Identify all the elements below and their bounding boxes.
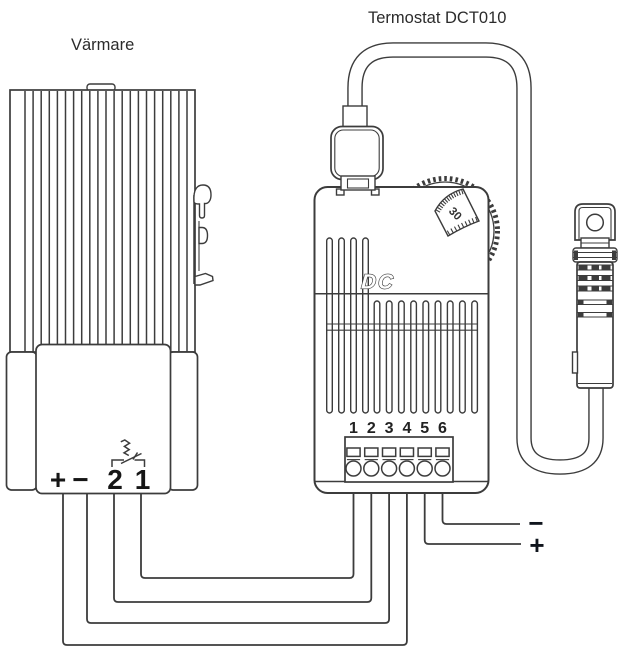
thermostat-title: Termostat DCT010: [368, 9, 506, 27]
heater-terminal-1: 1: [135, 464, 151, 495]
wire-heaterplus-to-term4: [62, 493, 408, 646]
wire-term5-to-plus: [423, 493, 521, 545]
heater-terminal-minus: −: [72, 464, 88, 495]
cable-gland: [330, 105, 384, 196]
temperature-sensor-probe: [571, 203, 618, 389]
wire-heater1-to-term1: [140, 493, 355, 579]
heater-base-left-wing: [5, 351, 38, 491]
din-clip-foot: [194, 272, 214, 286]
heater-terminal-2: 2: [107, 464, 123, 495]
thermostat-body: [313, 186, 490, 494]
heater-base-right-wing: [167, 351, 199, 491]
wire-heaterminus-to-term3: [86, 493, 390, 624]
connection-wires: [62, 493, 521, 646]
dial-scale-ticks: [435, 189, 478, 236]
sensor-rib-bands: [577, 264, 613, 318]
terminal-block-contacts: [345, 447, 451, 477]
terminal-number-5: 5: [420, 420, 429, 437]
terminal-number-6: 6: [438, 420, 447, 437]
sensor-mounting-hole: [585, 213, 605, 232]
supply-minus-label: −: [528, 508, 543, 538]
terminal-numbers: 1 2 3 4 5 6: [349, 420, 447, 437]
heater-base: [5, 343, 199, 495]
heater-terminal-labels: + − 2 1: [50, 464, 150, 495]
dial-scale: 30: [434, 188, 480, 237]
sensor-collar: [572, 247, 618, 263]
supply-plus-label: +: [529, 530, 544, 560]
terminal-number-2: 2: [367, 420, 376, 437]
heater-device: + − 2 1: [5, 83, 214, 495]
heater-terminal-plus: +: [50, 464, 66, 495]
terminal-number-4: 4: [402, 420, 411, 437]
sensor-cable: [347, 42, 604, 475]
heater-title: Värmare: [71, 36, 134, 54]
dc-logo: DC: [360, 271, 395, 294]
din-clip-latch: [198, 226, 209, 245]
din-rail-clip: [193, 184, 214, 286]
sensor-body: [576, 261, 614, 389]
wire-heater2-to-term2: [113, 493, 373, 603]
thermal-switch-icon: [111, 439, 146, 467]
sensor-mounting-tab: [574, 203, 616, 241]
din-clip-hook: [193, 184, 212, 219]
heater-fin-body: [9, 89, 196, 353]
sensor-side-tab: [571, 351, 579, 374]
wire-term6-to-minus: [441, 493, 520, 525]
terminal-number-1: 1: [349, 420, 358, 437]
case-seam-lines: [326, 323, 478, 331]
terminal-block: [344, 436, 454, 483]
heater-fins: [24, 91, 188, 352]
vent-slots: [326, 237, 479, 414]
thermostat-device: 30 DC 1 2 3 4 5 6: [313, 105, 500, 494]
terminal-number-3: 3: [385, 420, 394, 437]
